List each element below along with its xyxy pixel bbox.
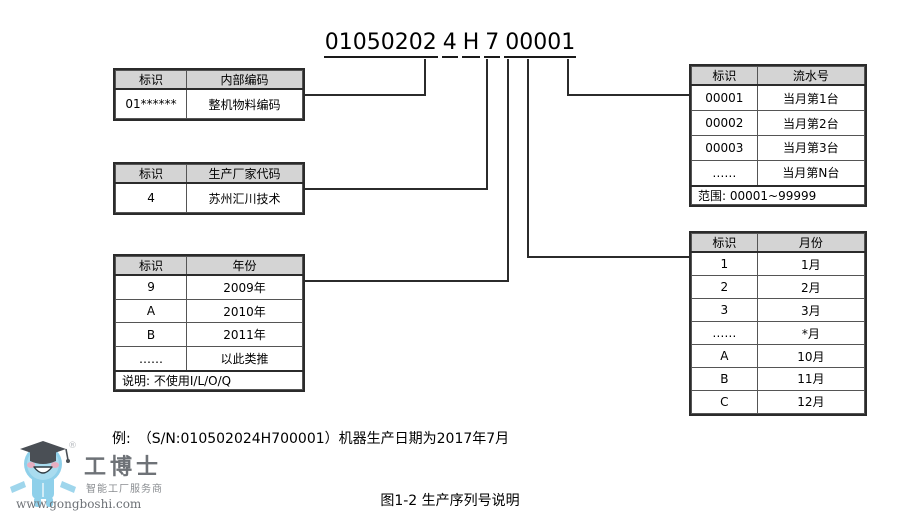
table-row: …… 当月第N台	[691, 159, 866, 187]
cell-id: ……	[691, 321, 758, 346]
serial-segment-year: H	[461, 30, 481, 58]
table-row: 01****** 整机物料编码	[114, 88, 303, 119]
cell-id: 3	[691, 298, 758, 323]
table-manufacturer: 标识 生产厂家代码 4 苏州汇川技术	[113, 162, 305, 215]
cell-desc: 3月	[756, 298, 866, 323]
leader-line-month-horizontal	[527, 256, 691, 258]
table-header-row: 标识 月份	[691, 233, 866, 253]
serial-segment-internal-code: 01050202	[323, 30, 438, 58]
serial-segment-month: 7	[484, 30, 501, 58]
table-header-row: 标识 年份	[114, 256, 303, 276]
table-row: …… 以此类推	[114, 346, 303, 372]
serial-segment-sequence: 00001	[504, 30, 577, 58]
watermark-brand: 工博士	[84, 455, 163, 480]
column-header-desc: 内部编码	[186, 70, 303, 90]
cell-desc: 2010年	[186, 298, 303, 324]
cell-id: ……	[691, 159, 758, 187]
table-serial-sequence: 标识 流水号 00001 当月第1台 00002 当月第2台 00003 当月第…	[689, 64, 867, 207]
table-footer-note: 说明: 不使用I/L/O/Q	[115, 370, 303, 390]
cell-id: 00002	[691, 110, 758, 136]
table-header-row: 标识 内部编码	[114, 70, 303, 90]
cell-desc: 当月第N台	[756, 159, 866, 187]
table-month: 标识 月份 1 1月 2 2月 3 3月 …… *月 A 10月	[689, 231, 867, 416]
example-text: 例: （S/N:010502024H700001）机器生产日期为2017年7月	[112, 431, 510, 447]
table-row: 2 2月	[691, 275, 866, 300]
leader-line-sequence-horizontal	[567, 94, 691, 96]
table-row: B 2011年	[114, 322, 303, 348]
cell-desc: 当月第1台	[756, 84, 866, 112]
table-row: C 12月	[691, 389, 866, 415]
cell-desc: 苏州汇川技术	[186, 182, 303, 213]
cell-desc: *月	[756, 321, 866, 346]
column-header-desc: 年份	[186, 256, 303, 276]
leader-line-year-vertical	[507, 59, 509, 282]
table-row: A 10月	[691, 344, 866, 368]
table-row: …… *月	[691, 321, 866, 346]
cell-desc: 整机物料编码	[186, 88, 303, 119]
cell-desc: 10月	[756, 344, 866, 368]
watermark-logo: ® 工博士 智能工厂服务商 www.gongboshi.com	[6, 437, 182, 519]
cell-id: 1	[691, 251, 758, 277]
leader-line-year-horizontal	[305, 280, 509, 282]
table-footer-row: 说明: 不使用I/L/O/Q	[115, 370, 303, 390]
cell-desc: 当月第3台	[756, 134, 866, 161]
column-header-desc: 生产厂家代码	[186, 164, 303, 184]
cell-id: 00003	[691, 134, 758, 161]
column-header-id: 标识	[691, 66, 758, 86]
column-header-id: 标识	[114, 256, 188, 276]
cell-desc: 1月	[756, 251, 866, 277]
cell-id: ……	[114, 346, 188, 372]
cell-id: 9	[114, 274, 188, 300]
serial-segment-manufacturer: 4	[441, 30, 458, 58]
column-header-id: 标识	[114, 70, 188, 90]
column-header-desc: 流水号	[756, 66, 866, 86]
figure-caption: 图1-2 生产序列号说明	[380, 493, 520, 509]
cell-desc: 2009年	[186, 274, 303, 300]
table-row: 3 3月	[691, 298, 866, 323]
leader-line-manufacturer-horizontal	[305, 188, 488, 190]
table-row: 00002 当月第2台	[691, 110, 866, 136]
cell-desc: 当月第2台	[756, 110, 866, 136]
gongboshi-mascot-icon	[10, 441, 76, 507]
cell-id: 2	[691, 275, 758, 300]
table-year: 标识 年份 9 2009年 A 2010年 B 2011年 …… 以此类推	[113, 254, 305, 392]
watermark-url: www.gongboshi.com	[16, 497, 142, 511]
watermark-tagline: 智能工厂服务商	[86, 484, 163, 495]
table-footer-note: 范围: 00001~99999	[691, 185, 865, 205]
table-row: A 2010年	[114, 298, 303, 324]
cell-id: B	[691, 366, 758, 391]
leader-line-manufacturer-vertical	[486, 59, 488, 190]
table-footer-row: 范围: 00001~99999	[691, 185, 865, 205]
leader-line-sequence-vertical	[567, 59, 569, 96]
registered-mark: ®	[68, 441, 77, 451]
cell-id: B	[114, 322, 188, 348]
cell-desc: 以此类推	[186, 346, 303, 372]
table-row: 9 2009年	[114, 274, 303, 300]
leader-line-month-vertical	[527, 59, 529, 258]
table-row: 1 1月	[691, 251, 866, 277]
table-row: 4 苏州汇川技术	[114, 182, 303, 213]
table-row: 00003 当月第3台	[691, 134, 866, 161]
leader-line-internal-code-horizontal	[305, 94, 426, 96]
cell-id: C	[691, 389, 758, 415]
cell-id: 01******	[114, 88, 188, 119]
cell-desc: 11月	[756, 366, 866, 391]
table-row: 00001 当月第1台	[691, 84, 866, 112]
leader-line-internal-code-vertical	[424, 59, 426, 96]
cell-desc: 2011年	[186, 322, 303, 348]
table-internal-code: 标识 内部编码 01****** 整机物料编码	[113, 68, 305, 121]
column-header-id: 标识	[114, 164, 188, 184]
cell-desc: 2月	[756, 275, 866, 300]
table-header-row: 标识 流水号	[691, 66, 866, 86]
cell-id: A	[691, 344, 758, 368]
column-header-desc: 月份	[756, 233, 866, 253]
column-header-id: 标识	[691, 233, 758, 253]
cell-id: A	[114, 298, 188, 324]
cell-id: 00001	[691, 84, 758, 112]
cell-id: 4	[114, 182, 188, 213]
table-row: B 11月	[691, 366, 866, 391]
table-header-row: 标识 生产厂家代码	[114, 164, 303, 184]
cell-desc: 12月	[756, 389, 866, 415]
